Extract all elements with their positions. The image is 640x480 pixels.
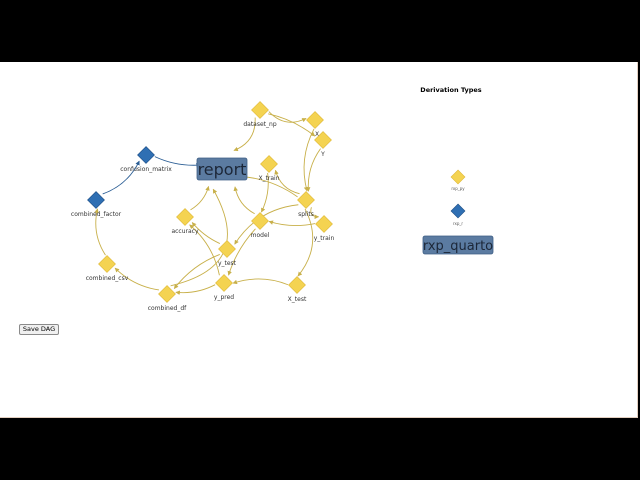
- node-model-label: model: [251, 232, 270, 239]
- edge-y_test-to-combined_df: [173, 253, 220, 289]
- node-combined_factor-label: combined_factor: [71, 211, 122, 218]
- node-Y[interactable]: Y: [314, 131, 332, 159]
- edge-combined_factor-to-confusion_matrix: [102, 160, 140, 195]
- node-report[interactable]: report: [196, 157, 248, 181]
- edge-X_train-to-model: [260, 172, 269, 213]
- node-splits[interactable]: splits: [297, 191, 315, 219]
- edge-accuracy-to-report: [190, 185, 210, 211]
- node-dataset_np-diamond: [251, 101, 269, 119]
- node-y_test[interactable]: y_test: [218, 240, 237, 268]
- node-y_test-label: y_test: [218, 260, 237, 267]
- node-combined_csv-label: combined_csv: [86, 275, 129, 282]
- node-X_train-label: X_train: [258, 175, 279, 182]
- node-y_test-diamond: [218, 240, 236, 258]
- edge-splits-to-report: [242, 174, 298, 198]
- node-Y-diamond: [314, 131, 332, 149]
- edge-model-to-report: [233, 186, 255, 215]
- edge-X_test-to-y_pred: [232, 278, 289, 286]
- node-X[interactable]: X: [306, 111, 324, 139]
- edge-y_test-to-accuracy: [191, 222, 221, 244]
- node-model-diamond: [251, 212, 269, 230]
- node-accuracy-label: accuracy: [171, 228, 199, 235]
- node-confusion_matrix-label: confusion_matrix: [120, 166, 172, 173]
- node-y_pred[interactable]: y_pred: [214, 274, 234, 302]
- node-y_pred-diamond: [215, 274, 233, 292]
- edge-dataset_np-to-report: [233, 117, 256, 152]
- edge-X-to-splits: [303, 128, 315, 192]
- legend-rxp-py-label: rxp_py: [451, 186, 465, 191]
- edges-layer: [94, 111, 321, 295]
- node-confusion_matrix-diamond: [137, 146, 155, 164]
- edge-y_pred-to-combined_df: [175, 284, 216, 295]
- edge-y_pred-to-accuracy: [189, 224, 220, 276]
- edge-dataset_np-to-X: [268, 111, 307, 123]
- edge-combined_df-to-combined_csv: [114, 267, 160, 291]
- edge-combined_csv-to-combined_factor: [94, 208, 106, 256]
- node-splits-diamond: [297, 191, 315, 209]
- node-y_pred-label: y_pred: [214, 294, 234, 301]
- node-X_test-diamond: [288, 276, 306, 294]
- node-combined_factor[interactable]: combined_factor: [71, 191, 122, 219]
- save-dag-button[interactable]: Save DAG: [19, 324, 59, 335]
- edge-y_train-to-model: [268, 220, 316, 227]
- edge-Y-to-splits: [305, 148, 321, 192]
- node-dataset_np[interactable]: dataset_np: [243, 101, 277, 129]
- node-model[interactable]: model: [251, 212, 270, 240]
- legend-rxp-r-diamond: [450, 203, 466, 219]
- node-combined_df-diamond: [158, 285, 176, 303]
- node-y_train-label: y_train: [314, 235, 335, 242]
- node-X_train-diamond: [260, 155, 278, 173]
- node-confusion_matrix[interactable]: confusion_matrix: [120, 146, 172, 174]
- node-combined_df-label: combined_df: [148, 305, 187, 312]
- legend: Derivation Types rxp_py rxp_r rxp_quarto: [420, 86, 494, 255]
- node-dataset_np-label: dataset_np: [243, 121, 276, 128]
- node-combined_df[interactable]: combined_df: [148, 285, 187, 313]
- edge-splits-to-y_train: [310, 207, 320, 220]
- node-X-diamond: [306, 111, 324, 129]
- node-combined_factor-diamond: [87, 191, 105, 209]
- node-X_test[interactable]: X_test: [288, 276, 307, 304]
- node-splits-label: splits: [298, 211, 314, 218]
- node-X_train[interactable]: X_train: [258, 155, 280, 183]
- node-y_train[interactable]: y_train: [314, 215, 335, 243]
- node-X-label: X: [315, 131, 319, 138]
- edge-model-to-y_pred: [227, 228, 256, 276]
- legend-rxp-quarto-box: [422, 235, 494, 255]
- legend-rxp-py-diamond: [450, 169, 466, 185]
- node-y_train-diamond: [315, 215, 333, 233]
- edge-confusion_matrix-to-report: [154, 156, 201, 168]
- node-X_test-label: X_test: [288, 296, 307, 303]
- node-accuracy[interactable]: accuracy: [171, 208, 199, 236]
- node-accuracy-diamond: [176, 208, 194, 226]
- node-combined_csv[interactable]: combined_csv: [86, 255, 129, 283]
- edge-splits-to-X_train: [274, 169, 300, 195]
- legend-rxp-quarto-label: rxp_quarto: [423, 239, 493, 254]
- edge-splits-to-X_test: [297, 208, 314, 277]
- node-Y-label: Y: [320, 151, 325, 158]
- legend-rxp-r-label: rxp_r: [453, 221, 463, 226]
- node-report-box: [196, 157, 248, 181]
- node-report-label: report: [198, 160, 247, 179]
- legend-title: Derivation Types: [420, 86, 482, 94]
- node-combined_csv-diamond: [98, 255, 116, 273]
